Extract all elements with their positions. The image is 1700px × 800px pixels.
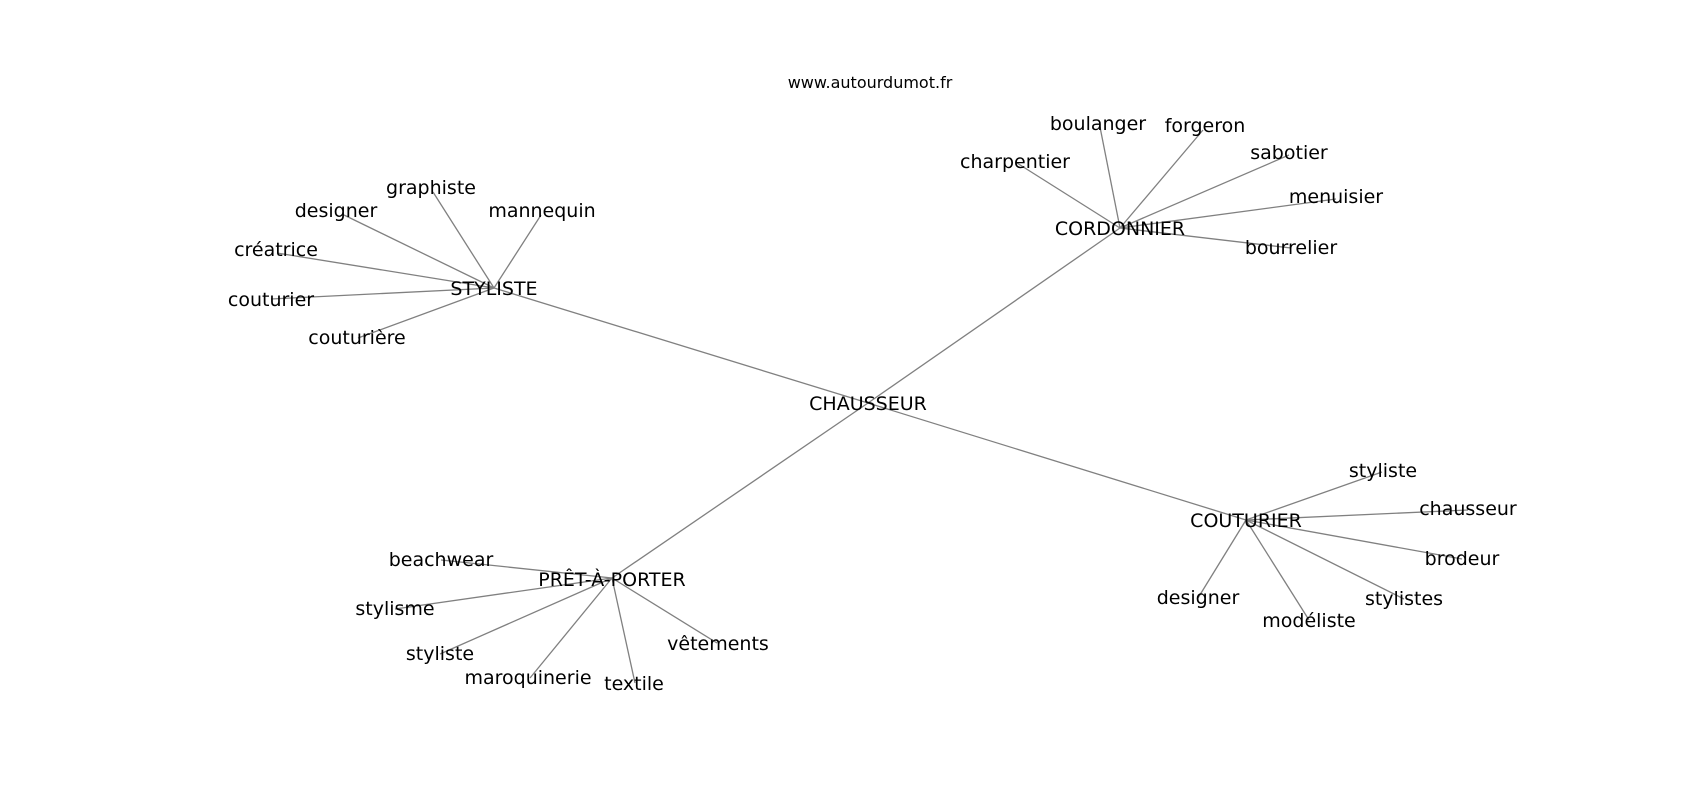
word-beachwear[interactable]: beachwear (389, 549, 494, 571)
edge-styliste-graphiste (432, 191, 495, 289)
hub-styliste[interactable]: STYLISTE (450, 278, 537, 300)
word-brodeur[interactable]: brodeur (1425, 548, 1500, 570)
word-couturiere[interactable]: couturière (308, 327, 405, 349)
edge-styliste-designer (343, 214, 495, 289)
edge-couturier-designer (1197, 519, 1247, 599)
edge-pap-textile (611, 577, 636, 684)
word-menuisier[interactable]: menuisier (1289, 186, 1383, 208)
edge-pap-vetements (611, 577, 718, 644)
watermark-text: www.autourdumot.fr (788, 73, 953, 92)
edge-cordonnier-boulanger (1099, 126, 1121, 229)
hub-couturier[interactable]: COUTURIER (1190, 510, 1302, 532)
edge-styliste-mannequin (493, 214, 542, 289)
word-sabotier[interactable]: sabotier (1250, 142, 1328, 164)
edge-couturier-styliste (1245, 471, 1383, 521)
word-designer-cout[interactable]: designer (1157, 587, 1240, 609)
edge-couturier-modeliste (1245, 519, 1310, 621)
edge-cordonnier-menuisier (1119, 198, 1337, 229)
word-stylistes[interactable]: stylistes (1365, 588, 1443, 610)
word-charpentier[interactable]: charpentier (960, 151, 1070, 173)
word-maroquinerie[interactable]: maroquinerie (464, 667, 591, 689)
word-graphiste[interactable]: graphiste (386, 177, 476, 199)
word-chausseur[interactable]: chausseur (1419, 498, 1517, 520)
word-textile[interactable]: textile (604, 673, 664, 695)
center-word[interactable]: CHAUSSEUR (809, 393, 927, 415)
edge-center-stylistes (493, 287, 869, 404)
word-styliste-pap[interactable]: styliste (406, 643, 474, 665)
edge-couturier-stylistes (1245, 519, 1405, 600)
edge-cordonnier-forgeron (1119, 129, 1204, 229)
word-stylisme[interactable]: stylisme (355, 598, 434, 620)
word-bourrelier[interactable]: bourrelier (1245, 237, 1338, 259)
edge-couturier-chausseur (1245, 509, 1469, 521)
word-creatrice[interactable]: créatrice (234, 239, 318, 261)
word-mannequin[interactable]: mannequin (488, 200, 595, 222)
word-styliste-cout[interactable]: styliste (1349, 460, 1417, 482)
word-vetements[interactable]: vêtements (667, 633, 769, 655)
edge-cordonnier-bourrelier (1119, 227, 1292, 249)
word-couturier[interactable]: couturier (228, 289, 314, 311)
edge-styliste-creatrice (276, 252, 495, 289)
edge-center-cordonnier (867, 227, 1121, 404)
edge-cordonnier-charpentier (1016, 162, 1121, 229)
edge-pap-stylisme (394, 577, 613, 610)
hub-pret-a-porter[interactable]: PRÊT-À-PORTER (538, 568, 685, 591)
word-designer[interactable]: designer (295, 200, 378, 222)
word-forgeron[interactable]: forgeron (1165, 115, 1246, 137)
edge-styliste-couturier (270, 287, 495, 300)
word-boulanger[interactable]: boulanger (1050, 113, 1146, 135)
edge-cordonnier-sabotier (1119, 154, 1290, 229)
edge-styliste-couturiere (357, 287, 495, 339)
edge-pap-beachwear (440, 559, 613, 579)
word-modeliste[interactable]: modéliste (1262, 610, 1355, 632)
hub-cordonnier[interactable]: CORDONNIER (1055, 218, 1185, 240)
edge-couturier-brodeur (1245, 519, 1463, 560)
edge-pap-maroquinerie (529, 577, 613, 679)
edge-center-couturier (867, 402, 1247, 521)
edge-center-pretaporter (611, 402, 869, 579)
edge-pap-styliste (439, 577, 613, 655)
